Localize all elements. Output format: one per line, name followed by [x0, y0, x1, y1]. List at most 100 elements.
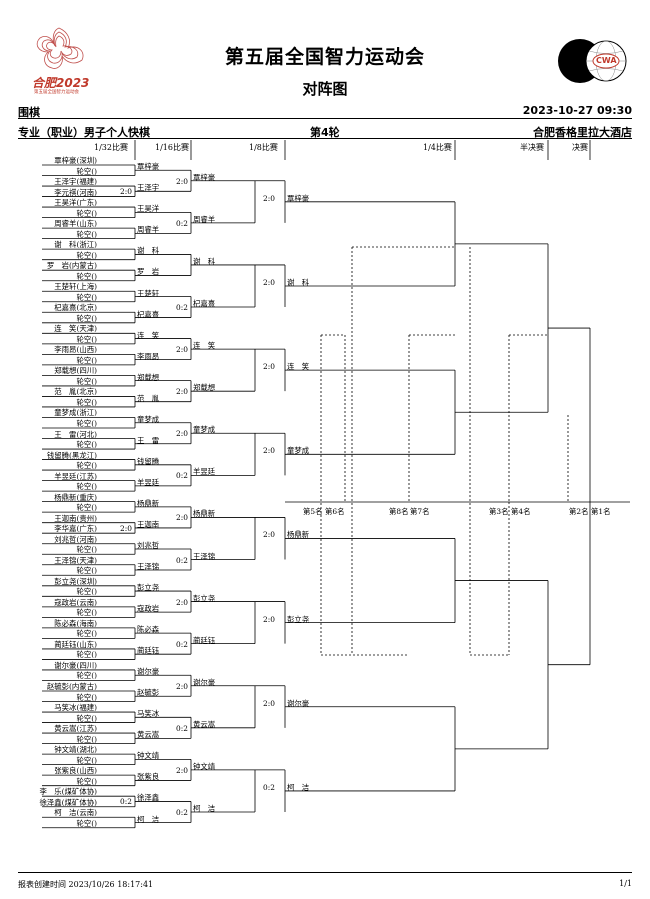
- r16-winner-name: 马笑冰: [137, 709, 160, 719]
- r16-winner-name: 王泽宇: [137, 183, 160, 193]
- r16-winner-name: 徐泽鑫: [137, 793, 160, 803]
- placement-label: 第6名: [325, 507, 345, 516]
- r16-winner-name: 范 胤: [137, 393, 160, 403]
- r16-winner-name: 柯 洁: [137, 814, 160, 824]
- player-name: 轮空(): [76, 461, 97, 471]
- player-name: 徐泽鑫(煤矿体协): [39, 797, 97, 807]
- qf-player-name: 谢 科: [287, 277, 310, 287]
- r8-winner-name: 童梦成: [193, 425, 216, 435]
- player-name: 范 胤(北京): [54, 387, 97, 397]
- player-name: 覃梓豪(深圳): [54, 156, 97, 165]
- player-name: 谢 科(浙江): [54, 240, 97, 250]
- player-name: 轮空(): [76, 166, 97, 176]
- round-label: 第4轮: [310, 126, 340, 139]
- r8-winner-name: 覃梓豪: [193, 172, 216, 182]
- player-name: 罗 岩(内蒙古): [46, 261, 97, 271]
- r16-score: 2:0: [176, 681, 188, 691]
- r8-score: 2:0: [263, 277, 275, 287]
- r16-score: 2:0: [176, 387, 188, 397]
- r32-score: 2:0: [120, 523, 132, 533]
- footer-created: 报表创建时间 2023/10/26 18:17:41: [18, 880, 154, 889]
- r16-winner-name: 杞嘉熹: [137, 309, 160, 319]
- r16-winner-name: 李雨昂: [137, 351, 160, 361]
- r8-winner-name: 郑载想: [193, 383, 216, 393]
- r8-winner-name: 钟文靖: [193, 761, 216, 771]
- r16-winner-name: 蔺廷钰: [137, 646, 160, 656]
- logo-subtext: 第五届全国智力运动会: [34, 90, 79, 95]
- player-name: 杨鼎新(重庆): [54, 492, 97, 502]
- player-name: 轮空(): [76, 692, 97, 702]
- r32-score: 2:0: [120, 187, 132, 197]
- placement-label: 第2名: [569, 507, 589, 516]
- player-name: 钟文靖(湖北): [54, 745, 97, 755]
- r8-winner-name: 蔺廷钰: [193, 635, 216, 645]
- player-name: 李华嘉(广东): [54, 524, 97, 534]
- player-name: 彭立尧(深圳): [54, 576, 97, 586]
- r8-winner-name: 杨鼎新: [193, 509, 216, 519]
- r16-winner-name: 黄云嵩: [137, 730, 160, 740]
- r8-winner-name: 谢尔豪: [193, 677, 216, 687]
- player-name: 李 乐(煤矿体协): [39, 787, 97, 797]
- player-name: 轮空(): [76, 355, 97, 365]
- player-name: 轮空(): [76, 208, 97, 218]
- r8-score: 2:0: [263, 698, 275, 708]
- r16-winner-name: 张紫良: [137, 772, 160, 782]
- event-label: 专业（职业）男子个人快棋: [18, 126, 150, 139]
- qf-player-name: 连 笑: [287, 362, 310, 372]
- player-name: 轮空(): [76, 671, 97, 681]
- placement-label: 第5名: [303, 507, 323, 516]
- qf-player-name: 覃梓豪: [287, 193, 310, 203]
- r16-winner-name: 赵毓彭: [137, 688, 160, 698]
- header-divider: [18, 118, 632, 119]
- placement-label: 第8名: [389, 507, 409, 516]
- r8-winner-name: 柯 洁: [193, 803, 216, 813]
- r16-score: 0:2: [176, 639, 188, 649]
- col-header-final: 决赛: [572, 143, 588, 152]
- player-name: 羊昱廷(江苏): [54, 471, 97, 481]
- r16-score: 2:0: [176, 513, 188, 523]
- footer-page: 1/1: [619, 879, 632, 888]
- r16-winner-name: 童梦成: [137, 414, 160, 424]
- player-name: 李元祺(河南): [54, 187, 97, 197]
- player-name: 轮空(): [76, 292, 97, 302]
- r8-winner-name: 杞嘉熹: [193, 299, 216, 309]
- player-name: 轮空(): [76, 734, 97, 744]
- r16-winner-name: 王楚轩: [137, 288, 160, 298]
- qf-player-name: 彭立尧: [287, 614, 310, 624]
- r16-winner-name: 刘兆哲: [137, 540, 160, 550]
- r16-winner-name: 罗 岩: [137, 267, 160, 277]
- r16-score: 2:0: [176, 345, 188, 355]
- r16-score: 2:0: [176, 429, 188, 439]
- r16-winner-name: 连 笑: [137, 330, 160, 340]
- player-name: 杞嘉熹(北京): [54, 303, 97, 313]
- r8-winner-name: 彭立尧: [193, 593, 216, 603]
- r8-winner-name: 羊昱廷: [193, 467, 216, 477]
- qf-player-name: 杨鼎新: [287, 530, 310, 540]
- r8-score: 2:0: [263, 193, 275, 203]
- player-name: 轮空(): [76, 629, 97, 639]
- player-name: 黄云嵩(江苏): [54, 724, 97, 734]
- qf-player-name: 柯 洁: [287, 782, 310, 792]
- r16-winner-name: 钱留腾: [137, 456, 160, 466]
- placement-label: 第3名: [489, 507, 509, 516]
- col-header-r8: 1/8比赛: [249, 143, 278, 152]
- player-name: 陈必森(海南): [54, 618, 97, 628]
- player-name: 轮空(): [76, 397, 97, 407]
- player-name: 轮空(): [76, 250, 97, 260]
- r8-score: 2:0: [263, 530, 275, 540]
- player-name: 轮空(): [76, 503, 97, 513]
- cwa-logo: CWA: [556, 38, 630, 84]
- player-name: 轮空(): [76, 271, 97, 281]
- r16-winner-name: 陈必森: [137, 625, 160, 635]
- page-subtitle: 对阵图: [302, 80, 348, 98]
- placement-label: 第1名: [591, 507, 611, 516]
- r16-winner-name: 谢尔豪: [137, 667, 160, 677]
- r16-winner-name: 羊昱廷: [137, 477, 160, 487]
- player-name: 轮空(): [76, 755, 97, 765]
- r16-score: 2:0: [176, 176, 188, 186]
- r16-score: 2:0: [176, 765, 188, 775]
- player-name: 马笑冰(福建): [54, 703, 97, 713]
- r8-winner-name: 黄云嵩: [193, 719, 216, 729]
- qf-player-name: 童梦成: [287, 446, 310, 456]
- r8-score: 2:0: [263, 446, 275, 456]
